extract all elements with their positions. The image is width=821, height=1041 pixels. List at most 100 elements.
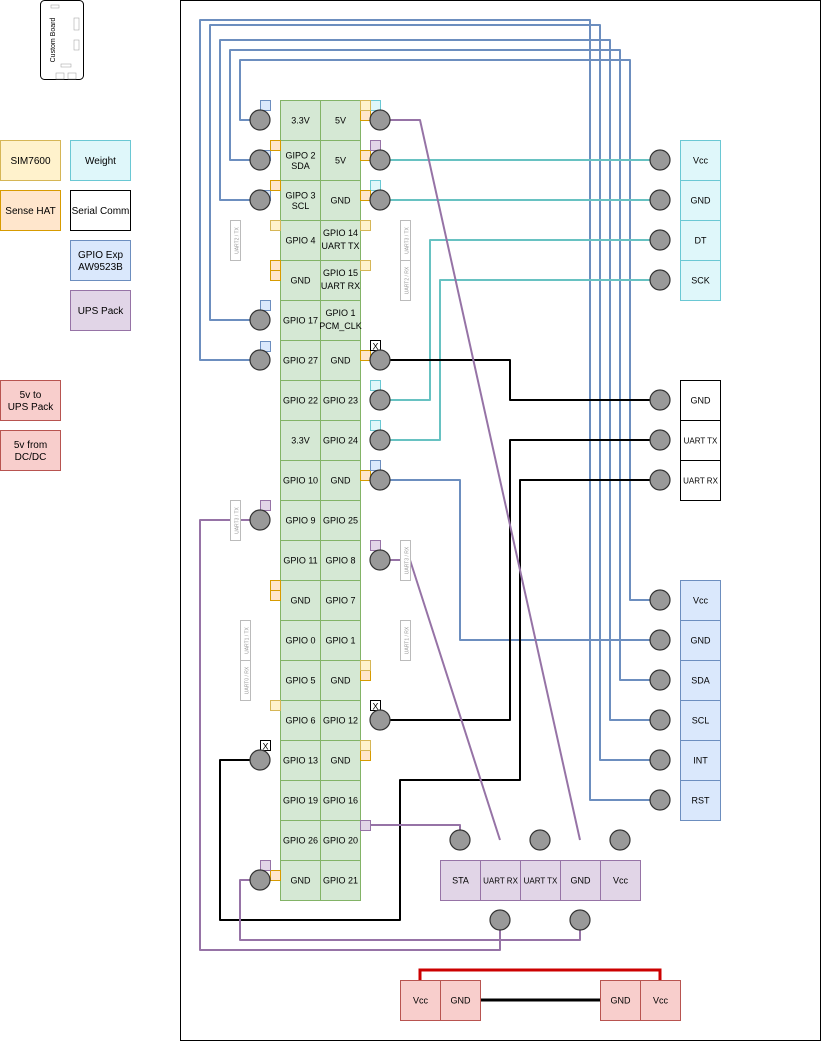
header-pin-label: GPIO 6 <box>285 716 315 726</box>
header-pin-label-line: 5V <box>335 156 346 166</box>
header-pin-left: GND <box>280 580 321 621</box>
header-pin-label-line: 3.3V <box>291 116 310 126</box>
ups-pin-label-line: GND <box>571 876 592 886</box>
ups-pin-label-line: UART TX <box>524 876 558 885</box>
expander-pin-label-line: INT <box>693 756 708 766</box>
legend-swatch <box>70 290 131 331</box>
expander-pin-label-line: Vcc <box>693 596 709 606</box>
header-pin-right: GPIO 16 <box>320 780 361 821</box>
header-pin-label: GPIO 19 <box>283 796 318 806</box>
header-pin-left: GPIO 22 <box>280 380 321 421</box>
x-marker-label: X <box>372 702 378 712</box>
pin-marker <box>360 670 371 681</box>
ups-pin: GND <box>560 860 601 901</box>
wire <box>239 879 581 941</box>
uart-side-label-text: UART1 / RX <box>405 626 411 654</box>
pin-marker <box>270 220 281 231</box>
terminal <box>369 189 391 211</box>
terminal <box>649 749 671 771</box>
terminal <box>369 429 391 451</box>
legend-swatch <box>70 240 131 281</box>
power-pin-label: Vcc <box>413 996 429 1006</box>
header-pin-label: GPIO 9 <box>285 516 315 526</box>
header-cell <box>280 380 321 421</box>
header-pin-label: GND <box>331 476 352 486</box>
terminal <box>449 829 471 851</box>
legend-label: Serial Comm <box>72 206 130 217</box>
header-pin-label-line: GND <box>291 276 312 286</box>
ups-pin-label: STA <box>452 876 469 886</box>
header-pin-right: GND <box>320 460 361 501</box>
header-pin-label-line: GPIO 8 <box>325 556 355 566</box>
pin-marker <box>360 470 371 481</box>
power-pin-label-line: Vcc <box>413 996 429 1006</box>
terminal <box>249 149 271 171</box>
board-thumbnail: Custom Board <box>40 0 84 80</box>
header-pin-label-line: GPIO 11 <box>283 556 317 566</box>
power-wire-red <box>418 968 662 980</box>
header-pin-right: GPIO 12 <box>320 700 361 741</box>
serial-pin-label-line: UART TX <box>684 436 718 445</box>
header-pin-right: GPIO 8 <box>320 540 361 581</box>
pin-marker <box>270 870 281 881</box>
weight-pin: DT <box>680 220 721 261</box>
expander-pin: SCL <box>680 700 721 741</box>
wire <box>219 39 660 721</box>
serial-pin: GND <box>680 380 721 421</box>
legend-label-line: AW9523B <box>78 262 123 273</box>
terminal <box>249 309 271 331</box>
pin-marker <box>260 300 271 311</box>
terminal <box>569 909 591 931</box>
header-pin-label: 3.3V <box>291 436 310 446</box>
uart-side-label: UART0 / RX <box>240 660 251 701</box>
pin-marker <box>360 190 371 201</box>
pin-marker <box>360 100 371 111</box>
legend-label-line: DC/DC <box>15 452 47 463</box>
header-cell <box>320 620 361 661</box>
header-pin-label-line: GND <box>331 476 352 486</box>
header-cell <box>320 140 361 181</box>
header-cell <box>320 380 361 421</box>
legend-swatch <box>0 380 61 421</box>
header-pin-label-line: GPIO 12 <box>323 716 358 726</box>
header-pin-label-line: GND <box>331 756 352 766</box>
header-cell <box>320 860 361 901</box>
pin-marker <box>360 660 371 671</box>
terminal <box>649 229 671 251</box>
wire <box>199 19 660 801</box>
header-pin-label-line: GPIO 19 <box>283 796 318 806</box>
header-pin-label: GPIO 21 <box>323 876 358 886</box>
header-cell <box>280 420 321 461</box>
terminal <box>649 629 671 651</box>
terminal <box>609 829 631 851</box>
power-pin-label-line: Vcc <box>653 996 669 1006</box>
header-pin-label: GPIO 8 <box>325 556 355 566</box>
terminal <box>369 349 391 371</box>
uart-side-label-text: UART2 / RX <box>405 266 411 294</box>
terminal <box>649 269 671 291</box>
ups-pin: Vcc <box>600 860 641 901</box>
terminal <box>529 829 551 851</box>
x-marker-label: X <box>262 742 268 752</box>
header-pin-right: GPIO 24 <box>320 420 361 461</box>
terminal <box>249 349 271 371</box>
header-pin-label-line: GPIO 25 <box>323 516 358 526</box>
x-marker: X <box>260 740 271 752</box>
legend-swatch <box>70 140 131 181</box>
expander-pin: GND <box>680 620 721 661</box>
header-pin-left: GPIO 10 <box>280 460 321 501</box>
pin-marker <box>370 540 381 551</box>
pin-marker <box>260 100 271 111</box>
serial-pin: UART RX <box>680 460 721 501</box>
uart-side-label: UART3 / RX <box>400 540 411 581</box>
uart-side-label-text: UART3 / TX <box>405 226 411 253</box>
power-pin-label-line: GND <box>451 996 472 1006</box>
expander-pin-label-line: SCL <box>692 716 710 726</box>
header-pin-right: GPIO 21 <box>320 860 361 901</box>
header-pin-label-line: GPIO 17 <box>283 316 318 326</box>
header-pin-label-line: GND <box>331 356 352 366</box>
legend-item: Weight <box>70 140 131 181</box>
ups-pin-label: GND <box>571 876 592 886</box>
